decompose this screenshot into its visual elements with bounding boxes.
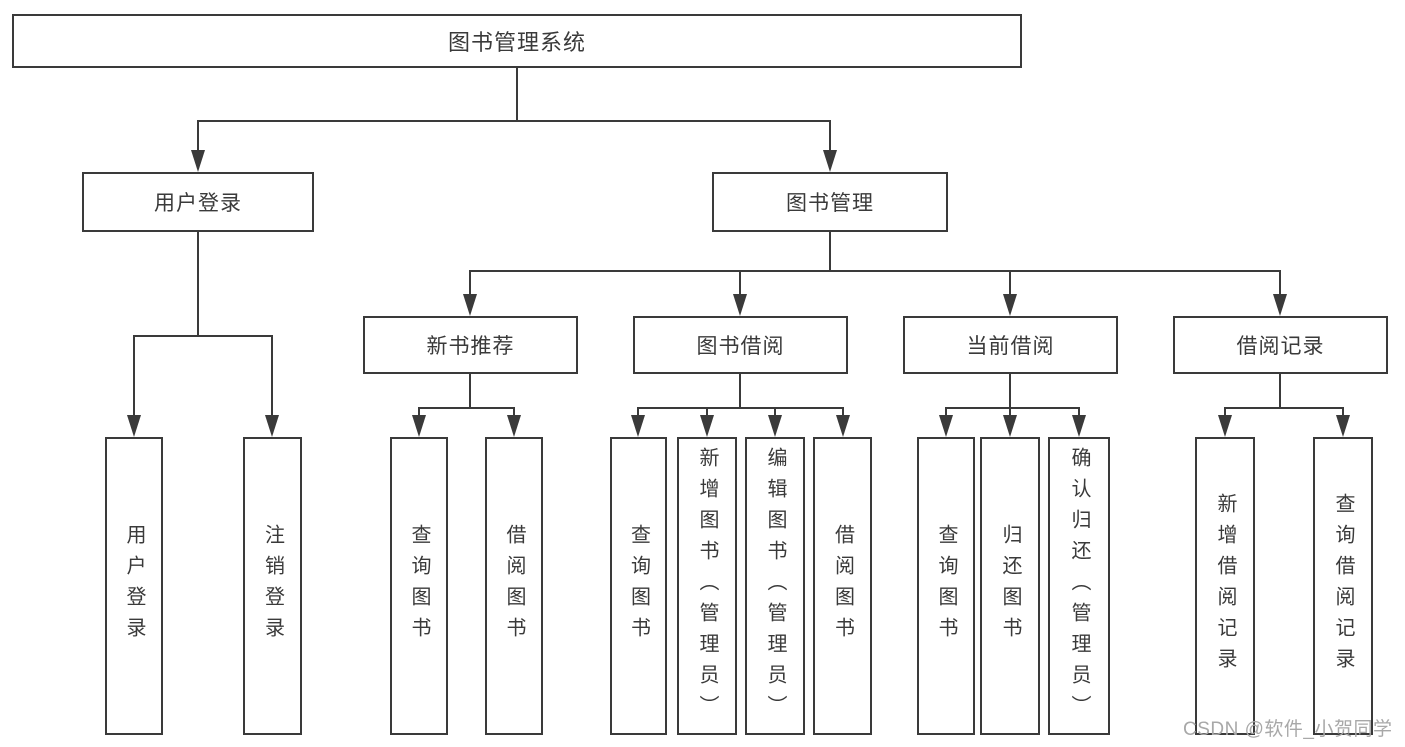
- node-book-borrow: 图书借阅: [633, 316, 848, 374]
- leaf-label: 注销登录: [261, 524, 284, 648]
- connector-book-borrow-stem: [739, 374, 741, 407]
- arrow-down-icon: [631, 415, 645, 437]
- arrow-down-icon: [463, 294, 477, 316]
- leaf-label: 确认归还（管理员）: [1068, 446, 1090, 726]
- node-user-login: 用户登录: [82, 172, 314, 232]
- arrow-down-icon: [1218, 415, 1232, 437]
- connector-drop-leaf: [418, 407, 420, 417]
- connector-drop-new-book: [469, 270, 471, 296]
- connector-drop-leaf: [133, 335, 135, 417]
- node-borrow-record: 借阅记录: [1173, 316, 1388, 374]
- leaf-query-book-borrow: 查询图书: [610, 437, 667, 735]
- connector-drop-leaf: [1009, 407, 1011, 417]
- arrow-down-icon: [1003, 294, 1017, 316]
- connector-user-login-stem: [197, 232, 199, 335]
- arrow-down-icon: [191, 150, 205, 172]
- node-new-book-recommend: 新书推荐: [363, 316, 578, 374]
- arrow-down-icon: [939, 415, 953, 437]
- arrow-down-icon: [733, 294, 747, 316]
- leaf-query-borrow-record: 查询借阅记录: [1313, 437, 1373, 735]
- connector-drop-leaf: [271, 335, 273, 417]
- connector-drop-leaf: [842, 407, 844, 417]
- leaf-query-book-current: 查询图书: [917, 437, 975, 735]
- leaf-label: 用户登录: [123, 524, 145, 648]
- leaf-confirm-return-admin: 确认归还（管理员）: [1048, 437, 1110, 735]
- leaf-return-book: 归还图书: [980, 437, 1040, 735]
- arrow-down-icon: [836, 415, 850, 437]
- leaf-label: 新增图书（管理员）: [696, 446, 718, 726]
- arrow-down-icon: [768, 415, 782, 437]
- leaf-label: 查询图书: [627, 524, 650, 648]
- node-label: 图书管理系统: [447, 30, 586, 55]
- leaf-edit-book-admin: 编辑图书（管理员）: [745, 437, 805, 735]
- leaf-logout-login: 注销登录: [243, 437, 302, 735]
- watermark-text: CSDN @软件_小贺同学: [1183, 719, 1393, 740]
- connector-book-borrow-rail: [637, 407, 843, 409]
- connector-book-management-rail: [469, 270, 1281, 272]
- arrow-down-icon: [507, 415, 521, 437]
- connector-new-book-rail: [418, 407, 515, 409]
- node-label: 当前借阅: [966, 335, 1055, 358]
- connector-drop-leaf: [945, 407, 947, 417]
- connector-current-borrow-rail: [945, 407, 1080, 409]
- connector-book-management-stem: [829, 232, 831, 270]
- connector-drop-leaf: [706, 407, 708, 417]
- leaf-label: 查询图书: [935, 524, 957, 648]
- connector-drop-leaf: [774, 407, 776, 417]
- leaf-label: 查询图书: [408, 524, 430, 648]
- node-library-management-system: 图书管理系统: [12, 14, 1022, 68]
- leaf-query-book-recommend: 查询图书: [390, 437, 448, 735]
- arrow-down-icon: [823, 150, 837, 172]
- leaf-label: 归还图书: [999, 524, 1021, 648]
- arrow-down-icon: [127, 415, 141, 437]
- node-book-management: 图书管理: [712, 172, 948, 232]
- node-label: 新书推荐: [426, 335, 515, 358]
- arrow-down-icon: [1003, 415, 1017, 437]
- connector-borrow-record-rail: [1224, 407, 1344, 409]
- node-label: 图书管理: [786, 192, 874, 215]
- leaf-user-login: 用户登录: [105, 437, 163, 735]
- arrow-down-icon: [1072, 415, 1086, 437]
- connector-new-book-stem: [469, 374, 471, 407]
- leaf-label: 借阅图书: [503, 524, 525, 648]
- leaf-label: 新增借阅记录: [1214, 493, 1236, 679]
- arrow-down-icon: [1273, 294, 1287, 316]
- connector-drop-leaf: [1078, 407, 1080, 417]
- connector-drop-leaf: [1224, 407, 1226, 417]
- arrow-down-icon: [700, 415, 714, 437]
- leaf-label: 借阅图书: [831, 524, 854, 648]
- arrow-down-icon: [412, 415, 426, 437]
- connector-borrow-record-stem: [1279, 374, 1281, 407]
- arrow-down-icon: [265, 415, 279, 437]
- leaf-borrow-book-recommend: 借阅图书: [485, 437, 543, 735]
- connector-drop-leaf: [513, 407, 515, 417]
- connector-current-borrow-stem: [1009, 374, 1011, 407]
- connector-drop-borrow-record: [1279, 270, 1281, 296]
- node-label: 图书借阅: [696, 335, 785, 358]
- connector-drop-leaf: [1342, 407, 1344, 417]
- connector-root-rail: [197, 120, 831, 122]
- connector-root-stem: [516, 68, 518, 120]
- node-label: 用户登录: [154, 192, 242, 215]
- connector-drop-current-borrow: [1009, 270, 1011, 296]
- connector-drop-book-management: [829, 120, 831, 152]
- connector-user-login-rail: [133, 335, 273, 337]
- arrow-down-icon: [1336, 415, 1350, 437]
- node-current-borrow: 当前借阅: [903, 316, 1118, 374]
- leaf-label: 编辑图书（管理员）: [764, 446, 786, 726]
- leaf-add-book-admin: 新增图书（管理员）: [677, 437, 737, 735]
- leaf-add-borrow-record: 新增借阅记录: [1195, 437, 1255, 735]
- node-label: 借阅记录: [1236, 335, 1325, 358]
- connector-drop-book-borrow: [739, 270, 741, 296]
- leaf-borrow-book: 借阅图书: [813, 437, 872, 735]
- connector-drop-user-login: [197, 120, 199, 152]
- leaf-label: 查询借阅记录: [1332, 493, 1354, 679]
- connector-drop-leaf: [637, 407, 639, 417]
